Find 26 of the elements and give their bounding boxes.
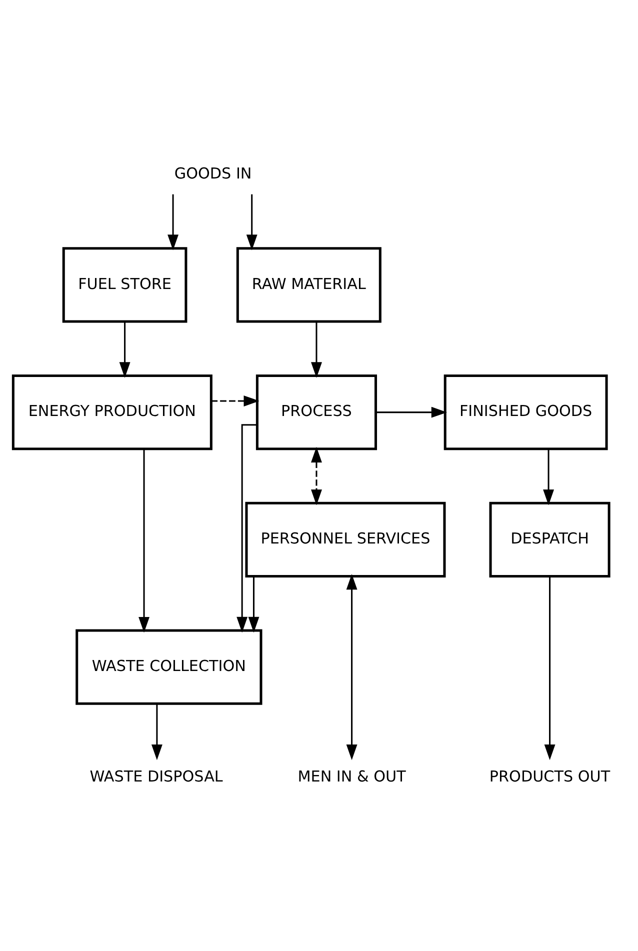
arrow bbox=[138, 448, 150, 632]
arrow bbox=[151, 703, 162, 760]
arrow bbox=[236, 424, 258, 632]
arrow bbox=[544, 576, 556, 760]
node-box: PROCESS bbox=[256, 374, 377, 450]
arrow bbox=[246, 194, 258, 250]
node-box: FUEL STORE bbox=[62, 246, 188, 322]
node-box: WASTE COLLECTION bbox=[76, 628, 262, 704]
node-box: PERSONNEL SERVICES bbox=[245, 501, 446, 578]
arrow bbox=[119, 321, 130, 378]
arrow bbox=[168, 194, 178, 250]
arrow bbox=[543, 448, 554, 505]
arrow bbox=[211, 394, 260, 406]
node-box: ENERGY PRODUCTION bbox=[12, 374, 212, 450]
node-box: FINISHED GOODS bbox=[444, 374, 608, 450]
arrow bbox=[311, 321, 322, 378]
arrow bbox=[248, 576, 260, 632]
node-box: DESPATCH bbox=[489, 501, 610, 578]
arrow bbox=[346, 574, 358, 760]
node-text: GOODS IN bbox=[174, 164, 252, 182]
node-box: RAW MATERIAL bbox=[236, 246, 382, 322]
node-text: MEN IN & OUT bbox=[298, 766, 406, 785]
node-text: WASTE DISPOSAL bbox=[90, 766, 223, 785]
node-text: PRODUCTS OUT bbox=[489, 766, 610, 785]
arrow bbox=[311, 446, 322, 505]
arrow bbox=[376, 406, 448, 418]
